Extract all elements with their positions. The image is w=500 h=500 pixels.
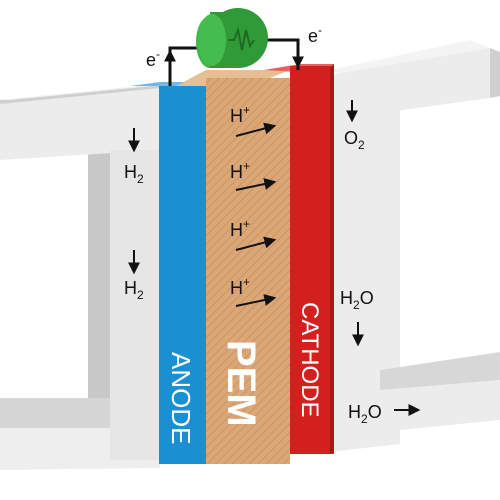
proton-arrow-4 <box>235 294 277 307</box>
h2-label-top: H2 <box>124 162 144 186</box>
proton-label-2: H+ <box>230 159 250 182</box>
proton-arrow-1 <box>235 122 277 137</box>
pem-label: PEM <box>219 340 263 427</box>
proton-arrow-3 <box>235 236 277 251</box>
proton-flow: H+ H+ H+ H+ <box>230 103 277 307</box>
cathode-layer <box>264 64 334 454</box>
h2o-label-mid: H2O <box>340 288 374 312</box>
proton-label-1: H+ <box>230 103 250 126</box>
h2o-label-out: H2O <box>348 402 382 426</box>
proton-label-4: H+ <box>230 275 250 298</box>
h2-label-bottom: H2 <box>124 278 144 302</box>
proton-label-3: H+ <box>230 217 250 240</box>
electron-label-right: e- <box>308 23 322 46</box>
anode-label: ANODE <box>166 352 196 444</box>
proton-arrow-2 <box>235 178 277 191</box>
cathode-label: CATHODE <box>296 302 323 418</box>
load-resistor-icon <box>196 8 268 68</box>
electron-label-left: e- <box>146 47 160 70</box>
o2-label: O2 <box>344 128 365 152</box>
pem-layer <box>176 70 290 464</box>
anode-layer <box>130 82 206 464</box>
anode-flow-plate <box>0 84 172 470</box>
cathode-flow-plate <box>330 40 500 452</box>
